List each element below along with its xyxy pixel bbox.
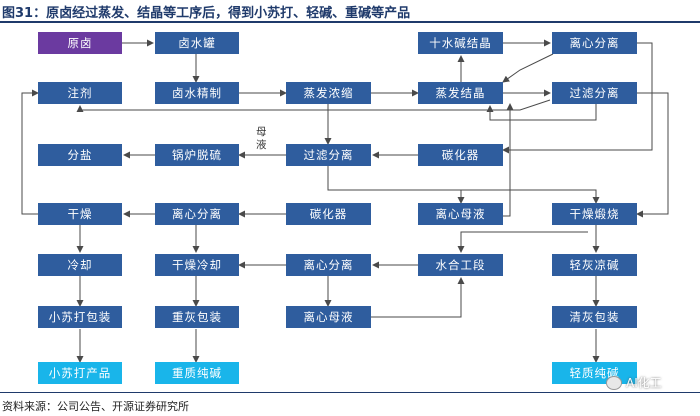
source-note: 资料来源：公司公告、开源证券研究所 [2, 400, 189, 413]
node-zhengfanongsuo: 蒸发浓缩 [286, 82, 371, 104]
arrow-guolv-right-to-ganzaoduanshao [636, 92, 669, 218]
arrow-guolv-right-to-zhuzhi [76, 99, 551, 112]
muye-label: 母液 [256, 126, 267, 151]
node-lengque: 冷却 [38, 254, 122, 276]
node-lushuijingzhi: 卤水精制 [155, 82, 239, 104]
watermark: AI化工 [606, 374, 662, 391]
arrow-lixin-top-to-tanhuaqi-mid [502, 42, 653, 154]
node-ganzao: 干燥 [38, 203, 122, 225]
arrow-lixinmuye-low-to-shuihe [371, 277, 465, 318]
arrow-lixin-top-to-zhengfajiejing [502, 53, 554, 83]
node-lixinfenli-mid: 离心分离 [155, 203, 239, 225]
title-divider [0, 21, 700, 23]
figure-title-bar: 图31：原卤经过蒸发、结晶等工序后，得到小苏打、轻碱、重碱等产品 [0, 0, 700, 23]
node-zhengfajiejing: 蒸发结晶 [418, 82, 503, 104]
node-guolvfenli-right: 过滤分离 [552, 82, 637, 104]
node-guolutuoliu: 锅炉脱硫 [155, 144, 239, 166]
node-zhuzhi: 注剂 [38, 82, 122, 104]
node-zhongzhichunjian: 重质纯碱 [155, 362, 239, 384]
arrow-guolv-mid-to-ganzaoduanshao [327, 166, 600, 204]
arrow-to-lixinmuye-mid [457, 189, 530, 204]
node-ganzaoduanshao: 干燥煅烧 [552, 203, 637, 225]
node-lixinfenli-top: 离心分离 [552, 32, 637, 54]
node-xiaosudabaozhuang: 小苏打包装 [38, 306, 122, 328]
node-qinghuibaozhuang: 清灰包装 [552, 306, 637, 328]
node-lixinmuye-low: 离心母液 [286, 306, 371, 328]
footer-divider [0, 392, 700, 393]
watermark-text: AI化工 [626, 376, 662, 390]
node-ganzaolengque: 干燥冷却 [155, 254, 239, 276]
arrow-lixinmuye-mid-up [503, 103, 514, 217]
figure-title: 图31：原卤经过蒸发、结晶等工序后，得到小苏打、轻碱、重碱等产品 [2, 6, 411, 21]
node-lixinfenli-low: 离心分离 [286, 254, 371, 276]
node-lixinmuye-mid: 离心母液 [418, 203, 503, 225]
wechat-logo-icon [606, 375, 622, 390]
node-shuihegongduan: 水合工段 [418, 254, 503, 276]
node-tanhuaqi-low: 碳化器 [286, 203, 371, 225]
node-fenyan: 分盐 [38, 144, 122, 166]
arrow-guolv-right-back [486, 104, 597, 121]
node-xiaosudachanpin: 小苏打产品 [38, 362, 122, 384]
node-lushuiguan: 卤水罐 [155, 32, 239, 54]
node-yuanlu: 原卤 [38, 32, 122, 54]
node-guolvfenli-mid: 过滤分离 [286, 144, 371, 166]
arrow-to-shuihegongduan [457, 231, 588, 253]
node-qinghuiliangjian: 轻灰凉碱 [552, 254, 637, 276]
node-tanhuaqi-mid: 碳化器 [418, 144, 503, 166]
arrow-ganzao-to-zhuzhi [21, 89, 40, 215]
node-shishuijianjiejing: 十水碱结晶 [418, 32, 503, 54]
node-zhonghuibaozhuang: 重灰包装 [155, 306, 239, 328]
